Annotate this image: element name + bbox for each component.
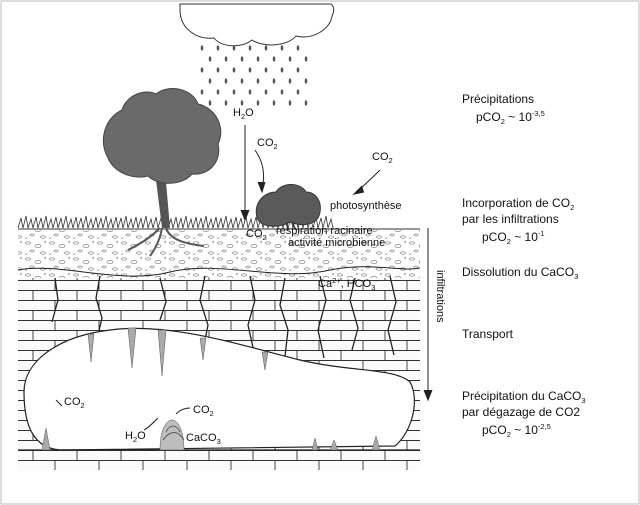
- soil-layer: [18, 230, 420, 278]
- rain-drop: [208, 78, 212, 84]
- rain-drop: [216, 89, 220, 95]
- rain-drop: [264, 67, 268, 73]
- rain-drop: [272, 78, 276, 84]
- rain-drop: [208, 56, 212, 62]
- rain-drop: [248, 89, 252, 95]
- rain-drop: [224, 78, 228, 84]
- respiration-label: respiration racinaire: [276, 225, 373, 237]
- rain-drop: [304, 100, 308, 106]
- rain-drop: [296, 67, 300, 73]
- rain-drop: [288, 78, 292, 84]
- rain-drop: [224, 56, 228, 62]
- stage-precipitations-title: Précipitations: [462, 92, 534, 106]
- tree: [103, 88, 222, 228]
- stage-precipitation-pco2: pCO2 ~ 10-2,5: [482, 422, 551, 439]
- infiltrations-label: infiltrations: [434, 270, 446, 323]
- rain-drop: [216, 67, 220, 73]
- stage-precipitation-line1: Précipitation du CaCO3: [462, 389, 586, 405]
- photosynthese-label: photosynthèse: [330, 200, 402, 212]
- rain-drop: [240, 78, 244, 84]
- co2-label-air: CO2: [372, 151, 393, 165]
- stage-incorporation-line1: Incorporation de CO2: [462, 196, 574, 212]
- rain-drop: [296, 45, 300, 51]
- co2-label-cave-left: CO2: [64, 396, 85, 410]
- co2-label-cave-mid: CO2: [193, 404, 214, 418]
- stage-transport: Transport: [462, 327, 514, 341]
- rain-drop: [272, 56, 276, 62]
- caco3-label-cave: CaCO3: [186, 432, 221, 446]
- rain-drop: [288, 56, 292, 62]
- rain-drop: [304, 56, 308, 62]
- rain-drop: [288, 100, 292, 106]
- rain-drop: [200, 67, 204, 73]
- rain-drop: [224, 100, 228, 106]
- rain-drop: [248, 45, 252, 51]
- rain: [200, 45, 308, 106]
- rain-drop: [232, 67, 236, 73]
- rain-drop: [280, 89, 284, 95]
- co2-label-atmosphere: CO2: [257, 137, 278, 151]
- tree-roots: [127, 227, 205, 257]
- h2o-label: H2O: [233, 107, 254, 121]
- rain-drop: [264, 89, 268, 95]
- rain-drop: [296, 89, 300, 95]
- rain-drop: [248, 67, 252, 73]
- rain-drop: [240, 100, 244, 106]
- rain-drop: [208, 100, 212, 106]
- rock-fractures: [51, 275, 397, 366]
- rain-drop: [304, 78, 308, 84]
- rain-drop: [272, 100, 276, 106]
- rain-drop: [216, 45, 220, 51]
- rain-drop: [280, 67, 284, 73]
- rain-drop: [280, 45, 284, 51]
- h2o-label-cave: H2O: [125, 430, 146, 444]
- rain-drop: [232, 45, 236, 51]
- rain-drop: [256, 78, 260, 84]
- rain-drop: [256, 56, 260, 62]
- stalagmites: [41, 419, 381, 451]
- stage-precipitations-pco2: pCO2 ~ 10-3,5: [476, 109, 545, 126]
- cloud: [179, 3, 335, 47]
- rain-drop: [256, 100, 260, 106]
- rain-drop: [200, 89, 204, 95]
- stage-labels: Précipitations pCO2 ~ 10-3,5 Incorporati…: [462, 92, 586, 439]
- ions-label: Ca2+, HCO3-: [318, 276, 378, 292]
- stage-incorporation-line2: par les infiltrations: [462, 212, 559, 226]
- rain-drop: [240, 56, 244, 62]
- rain-drop: [232, 89, 236, 95]
- stalactites: [87, 327, 269, 377]
- arrows: [55, 125, 433, 431]
- activite-label: activité microbienne: [288, 237, 385, 249]
- stage-incorporation-pco2: pCO2 ~ 10-1: [482, 229, 545, 246]
- stage-precipitation-line2: par dégazage de CO2: [462, 405, 580, 419]
- rain-drop: [200, 45, 204, 51]
- stage-dissolution: Dissolution du CaCO3: [462, 265, 578, 281]
- rain-drop: [264, 45, 268, 51]
- bush: [255, 184, 321, 227]
- co2-label-soil: CO2: [246, 228, 267, 242]
